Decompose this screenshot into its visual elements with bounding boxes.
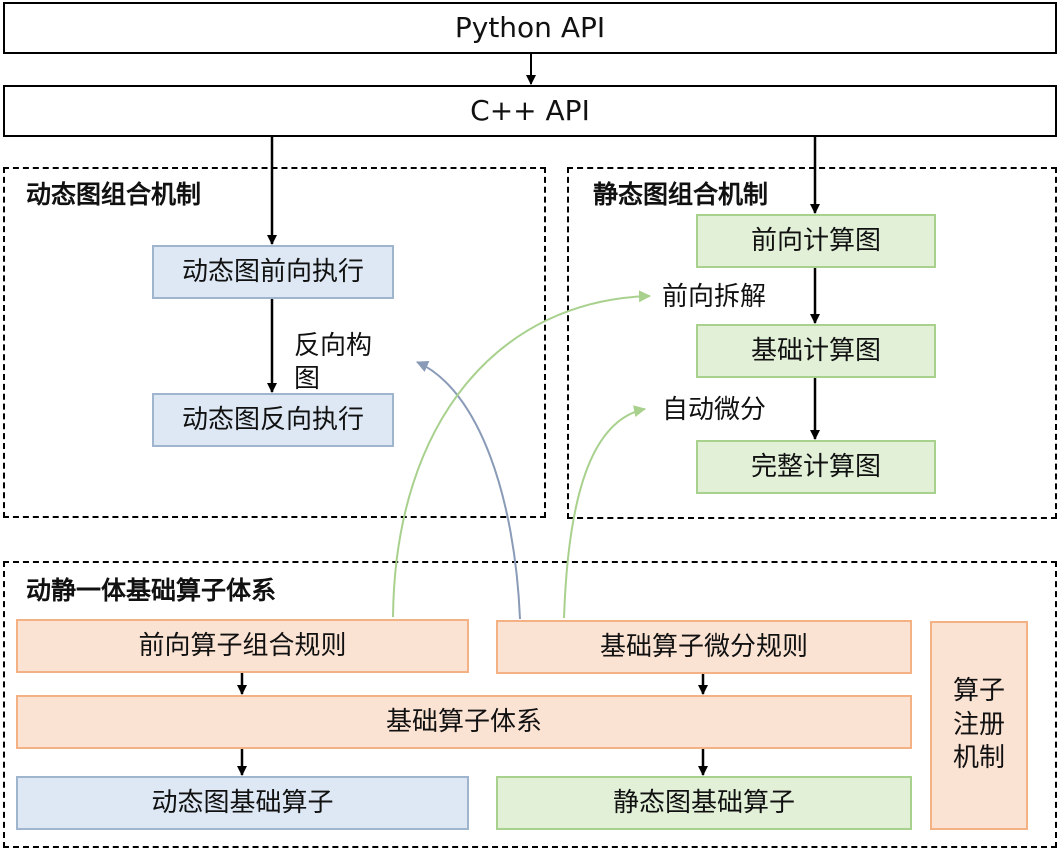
python-api-box: Python API [3, 2, 1057, 54]
dynamic-forward-exec-label: 动态图前向执行 [181, 256, 364, 287]
op-registration-box: 算子注册机制 [930, 621, 1028, 830]
basic-op-system-label: 基础算子体系 [385, 706, 542, 737]
static-graph-group-title: 静态图组合机制 [593, 180, 769, 209]
dynamic-forward-exec-box: 动态图前向执行 [152, 245, 394, 299]
full-graph-label: 完整计算图 [750, 451, 881, 482]
backward-build-label: 反向构图 [294, 331, 373, 394]
static-basic-ops-box: 静态图基础算子 [496, 776, 912, 830]
forward-composition-rules-box: 前向算子组合规则 [16, 619, 469, 673]
dynamic-graph-group-title: 动态图组合机制 [26, 180, 202, 209]
dynamic-graph-group [3, 167, 546, 518]
autodiff-label: 自动微分 [662, 395, 767, 425]
forward-graph-box: 前向计算图 [696, 214, 936, 268]
dynamic-backward-exec-label: 动态图反向执行 [181, 404, 364, 435]
forward-composition-rules-label: 前向算子组合规则 [138, 630, 347, 661]
forward-decompose-label: 前向拆解 [662, 282, 767, 312]
forward-graph-label: 前向计算图 [750, 225, 881, 256]
dynamic-basic-ops-box: 动态图基础算子 [16, 776, 469, 830]
basic-op-system-box: 基础算子体系 [16, 695, 912, 749]
full-graph-box: 完整计算图 [696, 440, 936, 494]
static-basic-ops-label: 静态图基础算子 [612, 787, 795, 818]
cpp-api-box: C++ API [3, 85, 1057, 137]
basic-op-diff-rules-box: 基础算子微分规则 [496, 620, 912, 674]
cpp-api-label: C++ API [470, 93, 590, 127]
basic-graph-box: 基础计算图 [696, 324, 936, 378]
operator-system-group-title: 动静一体基础算子体系 [26, 576, 277, 605]
dynamic-backward-exec-box: 动态图反向执行 [152, 393, 394, 447]
basic-graph-label: 基础计算图 [750, 335, 881, 366]
op-registration-label: 算子注册机制 [952, 675, 1005, 774]
basic-op-diff-rules-label: 基础算子微分规则 [599, 631, 808, 662]
python-api-label: Python API [454, 10, 606, 44]
dynamic-basic-ops-label: 动态图基础算子 [151, 787, 334, 818]
